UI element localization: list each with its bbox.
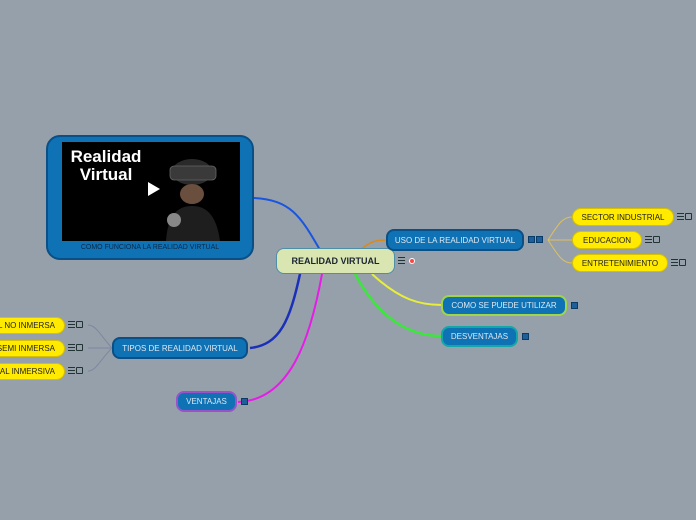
link-icon[interactable] xyxy=(76,367,83,374)
leaf-educacion[interactable]: EDUCACION xyxy=(572,231,642,249)
leaf-inmersiva[interactable]: AL INMERSIVA xyxy=(0,363,65,380)
leaf-entretenimiento[interactable]: ENTRETENIMIENTO xyxy=(572,254,668,272)
leaf-no-inmersa[interactable]: L NO INMERSA xyxy=(0,317,65,334)
ventajas-icons xyxy=(241,398,248,405)
line-uso-entretenimiento xyxy=(547,239,573,264)
notes-icon[interactable] xyxy=(528,236,535,243)
branch-ventajas[interactable]: VENTAJAS xyxy=(176,391,237,412)
notes-icon[interactable] xyxy=(677,213,684,220)
video-node[interactable]: Realidad Virtual COMO FUNCIONA LA REALID… xyxy=(46,135,254,260)
video-thumbnail[interactable]: Realidad Virtual xyxy=(62,142,240,241)
notes-icon[interactable] xyxy=(671,259,678,266)
branch-como[interactable]: COMO SE PUEDE UTILIZAR xyxy=(441,295,567,316)
marker-icon[interactable] xyxy=(409,257,415,264)
video-title-line2: Virtual xyxy=(79,165,133,184)
uso-icons xyxy=(528,236,543,243)
branch-uso[interactable]: USO DE LA REALIDAD VIRTUAL xyxy=(386,229,524,251)
link-icon[interactable] xyxy=(653,236,660,243)
leaf-icons xyxy=(645,236,660,243)
link-icon[interactable] xyxy=(685,213,692,220)
video-title-line1: Realidad xyxy=(70,147,142,166)
line-uso-sector xyxy=(547,216,573,241)
leaf-icons xyxy=(68,367,83,374)
line-central-video xyxy=(253,197,321,251)
desventajas-icons xyxy=(522,333,529,340)
link-icon[interactable] xyxy=(679,259,686,266)
document-icon[interactable] xyxy=(522,333,529,340)
leaf-icons xyxy=(68,321,83,328)
link-icon[interactable] xyxy=(76,344,83,351)
line-central-como xyxy=(371,273,443,306)
document-icon[interactable] xyxy=(571,302,578,309)
line-central-ventajas xyxy=(237,273,323,403)
notes-icon[interactable] xyxy=(68,321,75,328)
play-icon[interactable] xyxy=(148,182,160,196)
vr-person-illustration xyxy=(166,159,220,241)
notes-icon[interactable] xyxy=(398,257,405,264)
central-topic[interactable]: REALIDAD VIRTUAL xyxy=(276,248,395,274)
line-tipos-1 xyxy=(87,324,113,349)
notes-icon[interactable] xyxy=(68,344,75,351)
line-central-desventajas xyxy=(353,273,443,338)
leaf-sector-industrial[interactable]: SECTOR INDUSTRIAL xyxy=(572,208,674,226)
line-tipos-3 xyxy=(87,347,113,372)
branch-tipos[interactable]: TIPOS DE REALIDAD VIRTUAL xyxy=(112,337,248,359)
leaf-semi-inmersa[interactable]: SEMI INMERSA xyxy=(0,340,65,357)
como-icons xyxy=(571,302,578,309)
video-title: Realidad Virtual xyxy=(68,148,144,184)
video-caption: COMO FUNCIONA LA REALIDAD VIRTUAL xyxy=(80,244,220,251)
document-icon[interactable] xyxy=(241,398,248,405)
central-icons xyxy=(398,257,415,264)
leaf-icons xyxy=(671,259,686,266)
leaf-icons xyxy=(677,213,692,220)
link-icon[interactable] xyxy=(76,321,83,328)
branch-desventajas[interactable]: DESVENTAJAS xyxy=(441,326,518,347)
line-central-tipos xyxy=(249,273,302,350)
leaf-icons xyxy=(68,344,83,351)
link-icon[interactable] xyxy=(536,236,543,243)
notes-icon[interactable] xyxy=(68,367,75,374)
notes-icon[interactable] xyxy=(645,236,652,243)
